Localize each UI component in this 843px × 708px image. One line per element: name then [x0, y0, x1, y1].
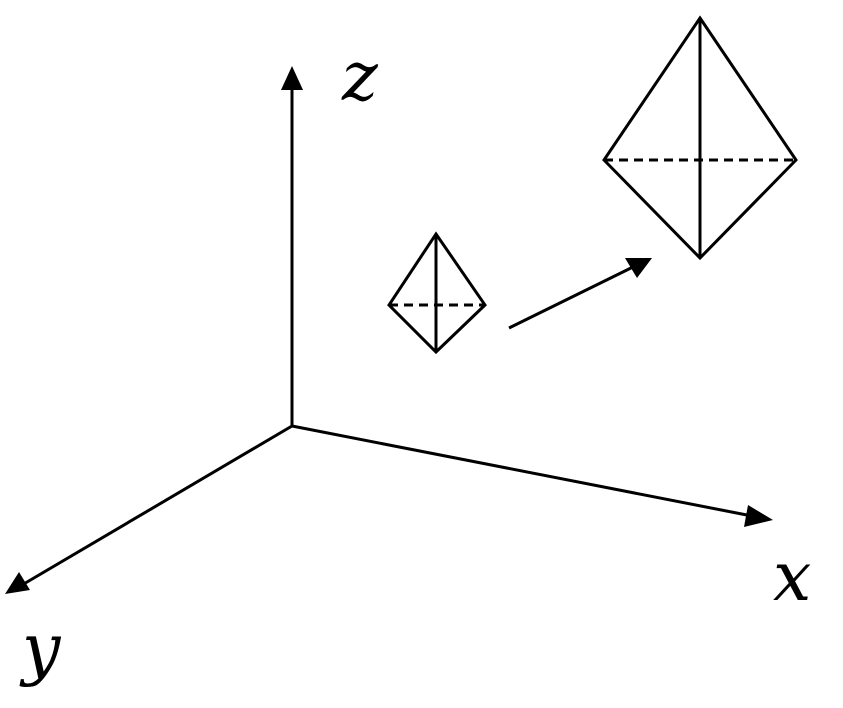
x-axis-label: x [773, 538, 811, 617]
y-axis-arrowhead [5, 572, 30, 594]
x-axis-line [291, 424, 753, 518]
axes: z x y [5, 38, 811, 689]
transform-arrow [508, 258, 652, 330]
small-bipyramid [387, 231, 487, 355]
y-axis-line [21, 424, 293, 587]
transform-arrow-arrowhead [625, 258, 652, 278]
y-axis-label: y [19, 610, 62, 689]
z-axis-label: z [341, 38, 379, 117]
transform-arrow-line [508, 265, 634, 330]
x-axis-arrowhead [744, 505, 773, 527]
z-axis-arrowhead [281, 66, 303, 90]
large-bipyramid [602, 15, 798, 261]
